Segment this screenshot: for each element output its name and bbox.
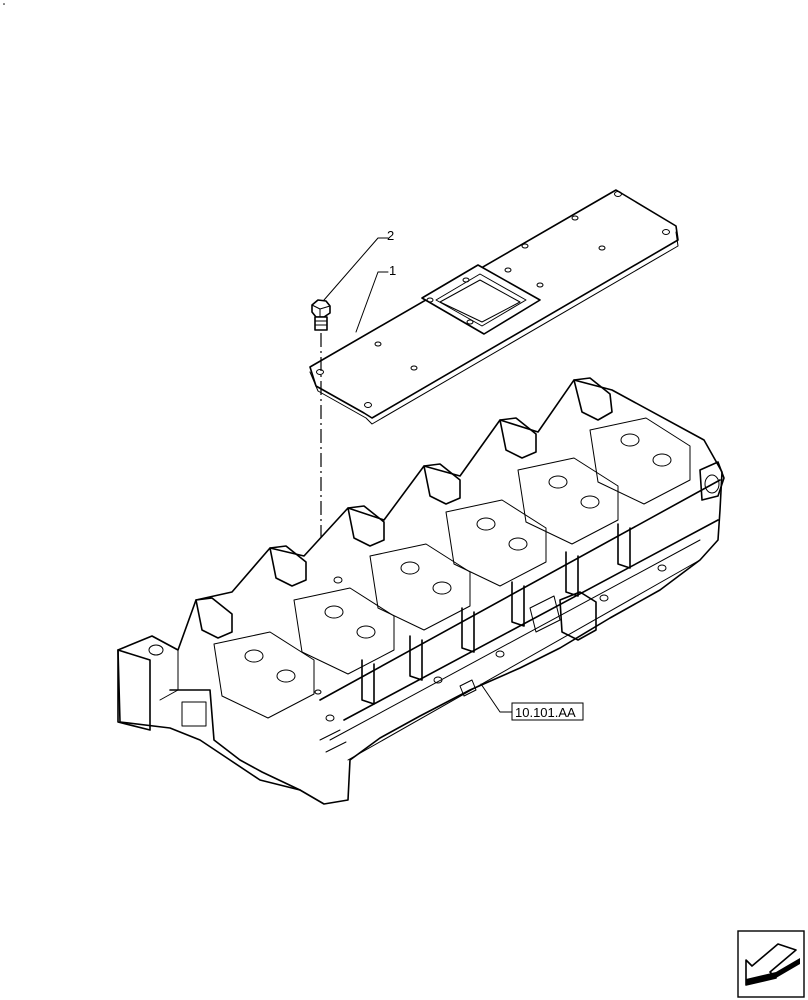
corner-mark: [3, 3, 5, 5]
intake-gasket-part: [309, 189, 679, 425]
callout-label-bolt: 2: [387, 228, 394, 243]
reference-box: [511, 702, 584, 721]
callout-label-gasket: 1: [389, 263, 396, 278]
reference-label[interactable]: 10.101.AA: [515, 705, 576, 720]
bolt-part: [311, 299, 331, 331]
callout-leaders: [323, 237, 389, 333]
cylinder-head-assembly: [117, 377, 725, 805]
next-page-arrow-icon[interactable]: [737, 930, 805, 998]
reference-leader: [480, 683, 513, 713]
